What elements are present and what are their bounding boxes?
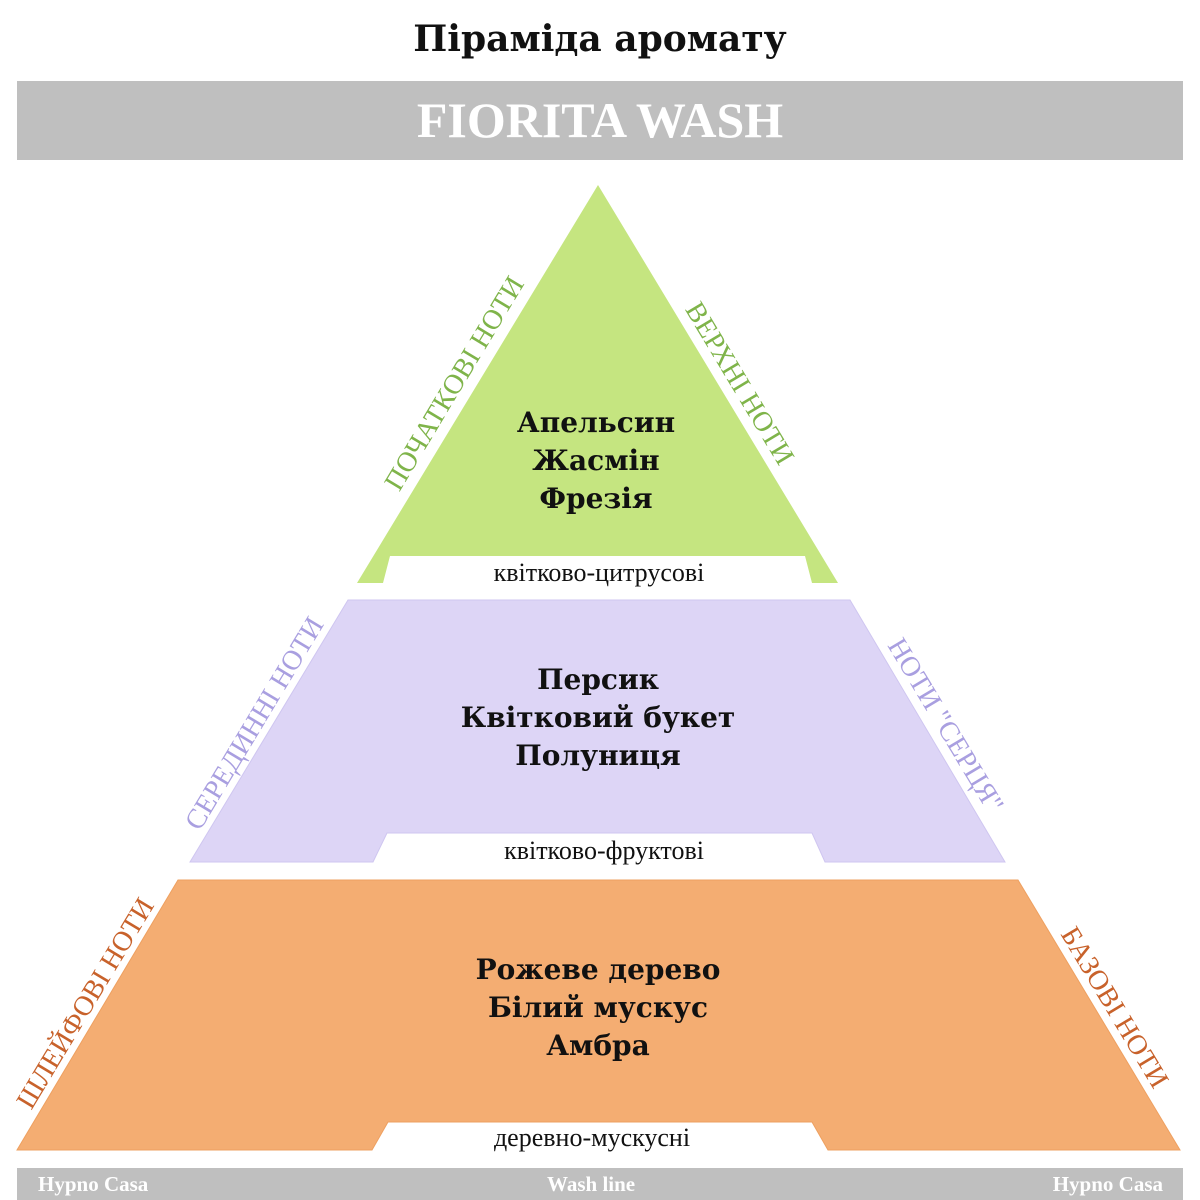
base-note: Амбра: [546, 1029, 650, 1062]
footer-brand-left: Hypno Casa: [38, 1172, 149, 1196]
base-note: Рожеве дерево: [476, 953, 721, 986]
footer-brand-right: Hypno Casa: [1052, 1172, 1163, 1196]
footer-line-name: Wash line: [547, 1172, 636, 1196]
top-note: Апельсин: [517, 406, 675, 439]
top-note: Фрезія: [539, 482, 652, 515]
heart-note: Квітковий букет: [461, 701, 736, 734]
base-accord: деревно-мускусні: [494, 1123, 690, 1152]
footer-bar: Hypno Casa Wash line Hypno Casa: [17, 1168, 1183, 1200]
heart-note: Персик: [537, 663, 659, 696]
heart-note: Полуниця: [515, 739, 680, 772]
base-tier-shape: [16, 879, 1181, 1151]
top-note: Жасмін: [532, 444, 659, 477]
middle-tier-shape: [189, 599, 1006, 863]
top-tier-shape: [357, 185, 838, 583]
product-name: FIORITA WASH: [416, 92, 784, 148]
base-note: Білий мускус: [488, 991, 708, 1024]
product-banner: FIORITA WASH: [17, 81, 1183, 160]
heart-accord: квітково-фруктові: [504, 836, 704, 865]
page-title: Піраміда аромату: [413, 18, 787, 60]
top-accord: квітково-цитрусові: [494, 558, 705, 587]
